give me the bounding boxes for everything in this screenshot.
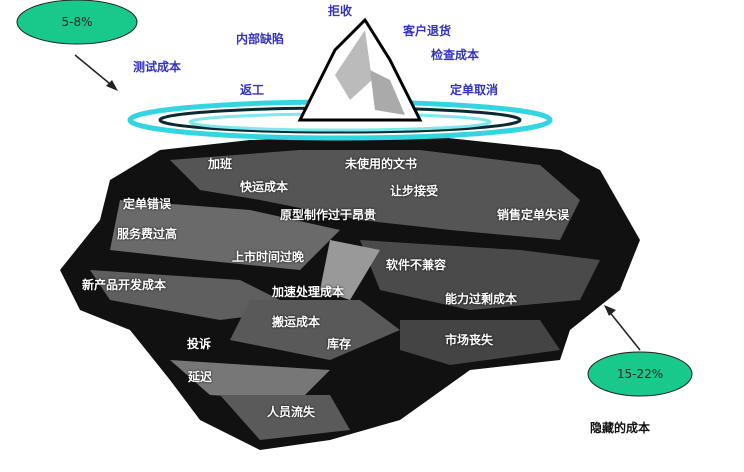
rock-facet bbox=[320, 240, 380, 300]
visible-cost-label: 定单取消 bbox=[450, 83, 499, 97]
visible-cost-label: 内部缺陷 bbox=[236, 32, 285, 46]
hidden-cost-label: 定单错误 bbox=[123, 197, 172, 211]
tip-shade bbox=[370, 70, 405, 115]
rock-facet bbox=[170, 360, 330, 400]
visible-cost-label: 返工 bbox=[240, 83, 265, 97]
hidden-cost-label: 库存 bbox=[327, 337, 352, 351]
visible-percent-badge: 5-8% bbox=[61, 15, 93, 29]
arrow-visible bbox=[74, 54, 116, 89]
hidden-cost-label: 销售定单失误 bbox=[497, 208, 570, 222]
tip-shade bbox=[335, 30, 372, 100]
arrow-hidden bbox=[607, 309, 641, 351]
rock-facet bbox=[220, 395, 350, 440]
hidden-cost-label: 上市时间过晚 bbox=[232, 250, 305, 264]
rock-facet bbox=[110, 200, 340, 270]
visible-cost-label: 测试成本 bbox=[133, 60, 182, 74]
hidden-cost-label: 服务费过高 bbox=[117, 227, 178, 241]
rock-facet bbox=[400, 320, 560, 365]
hidden-costs-caption: 隐藏的成本 bbox=[590, 421, 651, 435]
hidden-cost-label: 软件不兼容 bbox=[386, 258, 447, 272]
hidden-cost-label: 快运成本 bbox=[240, 180, 289, 194]
rock-facet bbox=[170, 150, 580, 240]
hidden-percent-ellipse bbox=[587, 351, 693, 397]
hidden-percent-badge: 15-22% bbox=[616, 367, 664, 381]
visible-percent-ellipse bbox=[16, 0, 138, 45]
arrowhead-icon bbox=[106, 80, 118, 91]
hidden-cost-label: 未使用的文书 bbox=[345, 157, 418, 171]
arrowhead-icon bbox=[604, 305, 616, 316]
hidden-cost-label: 新产品开发成本 bbox=[82, 278, 167, 292]
hidden-cost-label: 市场丧失 bbox=[445, 333, 494, 347]
hidden-cost-label: 加速处理成本 bbox=[272, 285, 345, 299]
hidden-cost-label: 人员流失 bbox=[267, 405, 316, 419]
rock-facet bbox=[230, 300, 400, 360]
visible-cost-label: 拒收 bbox=[328, 4, 353, 18]
hidden-cost-label: 延迟 bbox=[188, 370, 213, 384]
hidden-cost-label: 让步接受 bbox=[390, 184, 439, 198]
visible-cost-label: 检查成本 bbox=[431, 48, 480, 62]
hidden-cost-label: 投诉 bbox=[187, 337, 212, 351]
hidden-cost-label: 原型制作过于昂贵 bbox=[280, 208, 377, 222]
hidden-cost-label: 加班 bbox=[208, 157, 233, 171]
visible-cost-label: 客户退货 bbox=[403, 24, 452, 38]
rock-facet bbox=[360, 240, 600, 310]
hidden-cost-label: 能力过剩成本 bbox=[445, 292, 518, 306]
hidden-cost-label: 搬运成本 bbox=[272, 315, 321, 329]
